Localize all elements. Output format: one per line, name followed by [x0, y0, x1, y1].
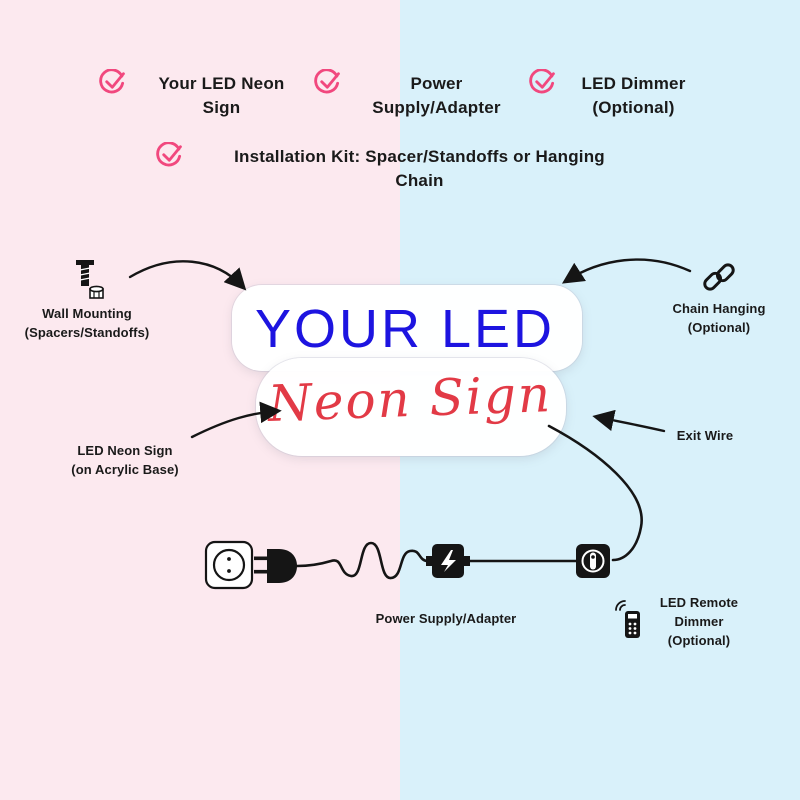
check-icon [314, 69, 340, 94]
sign-acrylic-base [232, 285, 582, 371]
screw-standoff-icon [76, 260, 104, 299]
sign-title-text: YOUR LED [254, 299, 556, 359]
sign-acrylic-base [256, 358, 566, 456]
checklist-item-neon-sign: Your LED Neon Sign [98, 69, 310, 120]
checklist-item-installation-kit: Installation Kit: Spacer/Standoffs or Ha… [155, 142, 649, 193]
power-adapter-icon [426, 544, 470, 578]
arrow-chain-hanging [561, 258, 692, 284]
power-plug-icon [254, 549, 297, 583]
label-led-neon-sign: LED Neon Sign (on Acrylic Base) [71, 443, 179, 477]
checklist-item-dimmer: LED Dimmer (Optional) [528, 69, 704, 120]
arrow-wall-mounting [128, 260, 247, 291]
wall-socket-icon [204, 540, 254, 590]
label-remote-dimmer: LED Remote Dimmer (Optional) [659, 595, 739, 648]
arrow-exit-wire [592, 409, 666, 433]
checklist-item-power-supply: Power Supply/Adapter [313, 69, 525, 120]
checklist-label: Installation Kit: Spacer/Standoffs or Ha… [234, 147, 605, 190]
checklist-label: Power Supply/Adapter [372, 74, 501, 117]
checklist-label: Your LED Neon Sign [158, 74, 285, 117]
arrow-led-neon-sign [190, 401, 282, 439]
checklist-label: LED Dimmer (Optional) [581, 74, 686, 117]
label-chain-hanging: Chain Hanging (Optional) [672, 301, 766, 335]
label-power-supply: Power Supply/Adapter [375, 611, 517, 626]
remote-control-icon [615, 600, 640, 638]
cable-adapter-to-plug [295, 541, 430, 580]
check-icon [529, 69, 555, 94]
chain-link-icon [703, 263, 735, 291]
check-icon [99, 69, 125, 94]
label-exit-wire: Exit Wire [676, 428, 734, 443]
exit-wire-cable [547, 424, 643, 562]
inline-dimmer-icon [576, 544, 610, 578]
label-wall-mounting: Wall Mounting (Spacers/Standoffs) [24, 306, 150, 340]
check-icon [156, 142, 182, 167]
